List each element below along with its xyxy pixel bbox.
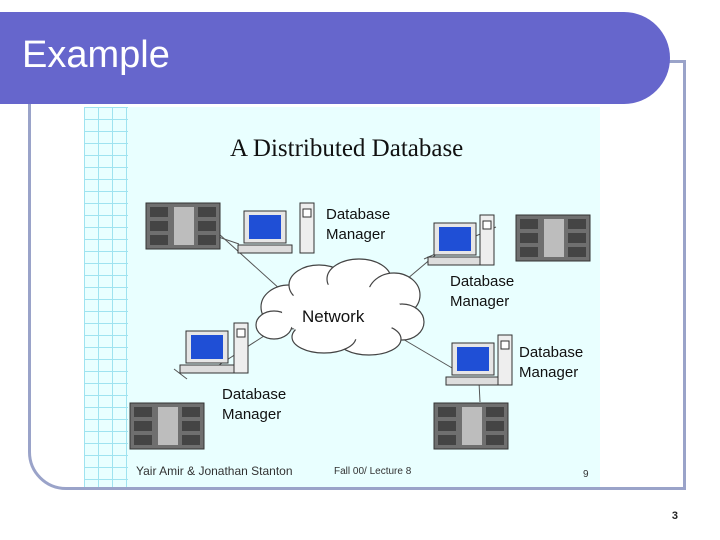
computer-icon [237, 202, 315, 254]
link-line [173, 368, 188, 380]
node-label: Database Manager [326, 205, 390, 245]
footer-course: Fall 00/ Lecture 8 [334, 466, 412, 477]
node-label-line: Database Manager [326, 206, 391, 243]
grid-margin [84, 107, 128, 487]
footer-slide-number: 9 [583, 469, 589, 480]
network-label: Network [302, 307, 365, 326]
node-label: Database Manager [450, 272, 514, 312]
node-label-line: Database Manager [450, 273, 515, 310]
storage-rack-icon [129, 402, 205, 450]
node-label: Database Manager [519, 343, 583, 383]
storage-rack-icon [433, 402, 509, 450]
slide-title: Example [22, 34, 170, 76]
embedded-slide: A Distributed Database Database Manager … [84, 107, 600, 487]
title-bar [0, 12, 670, 104]
network-diagram [129, 202, 591, 450]
node-label: Database Manager [222, 385, 286, 425]
network-cloud [255, 258, 425, 356]
computer-icon [179, 322, 249, 374]
diagram-title: A Distributed Database [230, 135, 464, 162]
page-number: 3 [671, 510, 678, 522]
node-label-line: Database Manager [222, 386, 287, 423]
storage-rack-icon [515, 214, 591, 262]
storage-rack-icon [145, 202, 221, 250]
node-label-line: Database Manager [519, 344, 584, 381]
computer-icon [445, 334, 513, 386]
computer-icon [427, 214, 495, 266]
footer-author: Yair Amir & Jonathan Stanton [136, 464, 293, 478]
link-line [218, 233, 282, 291]
